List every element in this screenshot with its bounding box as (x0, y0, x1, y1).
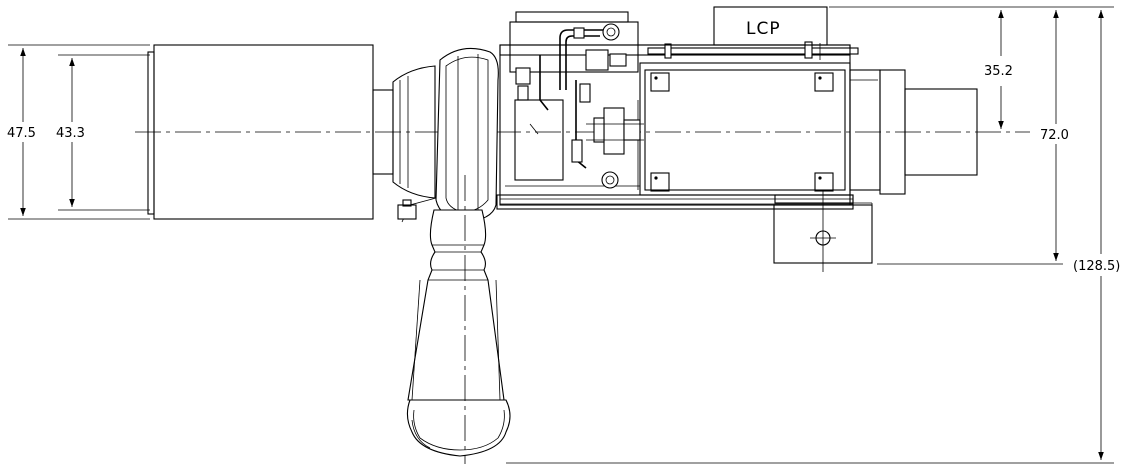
lcp-box (713, 6, 828, 46)
top-controls (499, 11, 859, 169)
dim-label-43-3: 43.3 (56, 126, 85, 141)
base-frame (496, 44, 854, 210)
lcp-label: LCP (746, 19, 781, 39)
motor-box (639, 62, 978, 204)
dim-label-47-5: 47.5 (7, 126, 36, 141)
dim-label-35-2: 35.2 (984, 64, 1013, 79)
elbow-housing (397, 47, 499, 223)
dim-label-128-5: (128.5) (1073, 259, 1120, 274)
right-dimensions (506, 6, 1114, 464)
dim-label-72-0: 72.0 (1040, 128, 1069, 143)
left-dimensions (8, 44, 150, 220)
lower-nozzle (406, 175, 511, 464)
lower-box (773, 190, 873, 272)
